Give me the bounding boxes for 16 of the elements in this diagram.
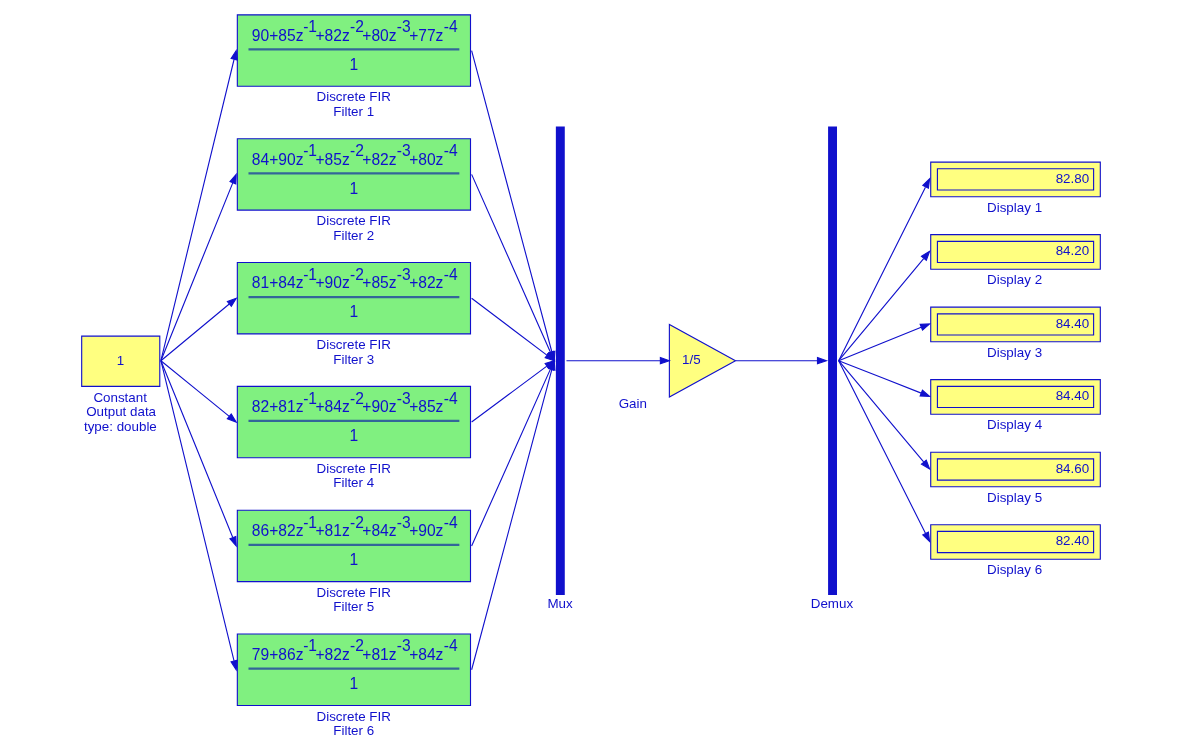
node-label: Display 4 (986, 417, 1042, 433)
node-label: Discrete FIR Filter 6 (316, 708, 391, 739)
node-label: Discrete FIR Filter 5 (316, 584, 391, 615)
node-label: Gain (618, 395, 647, 411)
node-label: Constant Output data type: double (83, 389, 157, 434)
node-label: Display 2 (986, 272, 1042, 288)
node-label: Discrete FIR Filter 1 (316, 89, 391, 119)
node-label: Display 6 (986, 562, 1042, 578)
node-label: Display 3 (986, 344, 1042, 360)
node-label: Display 5 (986, 489, 1042, 505)
node-label: Discrete FIR Filter 3 (316, 337, 391, 367)
node-label: Discrete FIR Filter 2 (316, 213, 391, 243)
node-label: Mux (546, 595, 573, 611)
node-label: Demux (810, 595, 853, 611)
node-label: Discrete FIR Filter 4 (316, 460, 391, 491)
node-label: Display 1 (986, 199, 1042, 215)
